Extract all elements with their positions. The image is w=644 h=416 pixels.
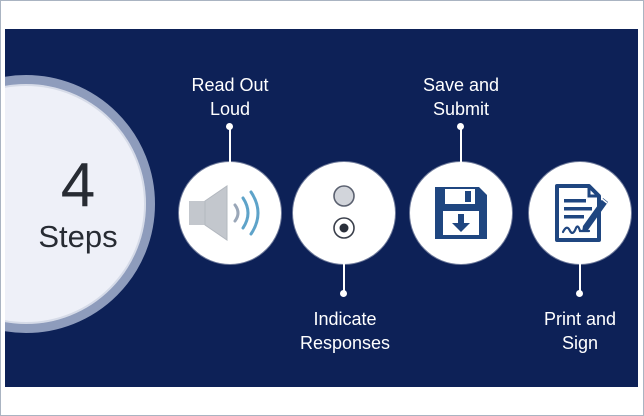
steps-count-label: Steps [38, 219, 118, 254]
step-save-and-submit[interactable] [410, 162, 512, 264]
connector-dot [340, 290, 347, 297]
radio-buttons-icon [333, 185, 355, 239]
steps-banner: 4 Steps Read Out Loud Indicate Responses [5, 29, 638, 387]
step-label-line: Submit [432, 99, 490, 119]
step-print-and-sign-label: Print and Sign [515, 307, 638, 355]
step-label-line: Responses [299, 333, 391, 353]
steps-count-number: 4 [60, 151, 96, 220]
step-label-line: Sign [561, 333, 599, 353]
connector-line [460, 126, 462, 164]
step-label-line: Save and [422, 75, 500, 95]
step-read-out-loud[interactable] [179, 162, 281, 264]
step-label-line: Loud [209, 99, 251, 119]
step-label-line: Read Out [191, 75, 269, 95]
connector-dot [576, 290, 583, 297]
connector-line [343, 262, 345, 293]
step-print-and-sign[interactable] [529, 162, 631, 264]
steps-count: 4 Steps [18, 154, 138, 254]
connector-line [229, 126, 231, 164]
connector-line [579, 262, 581, 293]
step-label-line: Indicate [313, 309, 377, 329]
signed-document-icon [555, 184, 608, 242]
step-read-out-loud-label: Read Out Loud [165, 73, 295, 121]
step-indicate-responses-label: Indicate Responses [280, 307, 410, 355]
floppy-disk-save-icon [435, 187, 487, 239]
step-indicate-responses[interactable] [293, 162, 395, 264]
step-label-line: Print and [543, 309, 617, 329]
step-save-and-submit-label: Save and Submit [396, 73, 526, 121]
speaker-icon [189, 185, 260, 241]
